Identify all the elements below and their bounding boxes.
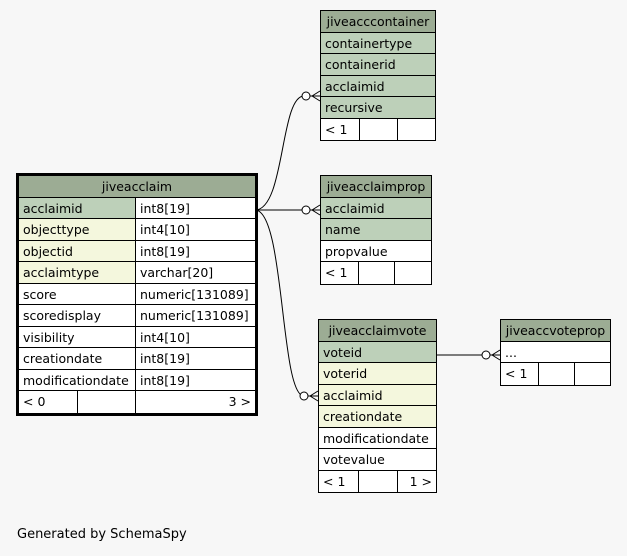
column-name: visibility	[19, 326, 135, 347]
column-type: int8[19]	[135, 197, 255, 218]
edge-acclaim-to-acclaimvote-crowfoot	[309, 390, 319, 402]
children-count	[574, 363, 610, 385]
parents-count: < 1	[501, 363, 538, 385]
column-name: acclaimtype	[19, 262, 135, 283]
column-name: scoredisplay	[19, 305, 135, 326]
column-name: modificationdate	[319, 427, 436, 448]
column-name: creationdate	[319, 406, 436, 427]
column-type: numeric[131089]	[135, 305, 255, 326]
column-type: varchar[20]	[135, 262, 255, 283]
children-count	[397, 118, 435, 140]
column-name: creationdate	[19, 348, 135, 369]
column-name: modificationdate	[19, 369, 135, 390]
parents-count: < 0	[19, 391, 77, 413]
column-name: containerid	[321, 54, 435, 75]
column-type: int8[19]	[135, 348, 255, 369]
table-jiveacclaimprop[interactable]: jiveacclaimprop acclaimid name propvalue…	[320, 175, 432, 285]
column-name: acclaimid	[319, 384, 436, 405]
column-type: int8[19]	[135, 369, 255, 390]
rows-count	[77, 391, 135, 413]
column-name: votevalue	[319, 449, 436, 470]
edge-acclaimvote-to-accvoteprop-crowfoot	[491, 349, 501, 361]
generated-by-caption: Generated by SchemaSpy	[17, 527, 187, 542]
column-name: score	[19, 283, 135, 304]
edge-acclaim-to-acclaimprop-optional-mark	[301, 205, 311, 215]
table-title[interactable]: jiveaccvoteprop	[501, 320, 610, 341]
edge-acclaim-to-acclaimprop-crowfoot	[311, 204, 321, 216]
column-name: acclaimid	[19, 197, 135, 218]
table-jiveacclaimvote[interactable]: jiveacclaimvote voteid voterid acclaimid…	[318, 319, 437, 493]
column-name: propvalue	[321, 240, 431, 261]
column-name: objecttype	[19, 219, 135, 240]
edge-acclaimvote-to-accvoteprop-optional-mark	[481, 350, 491, 360]
rows-count	[358, 470, 397, 492]
children-count: 3 >	[135, 391, 255, 413]
rows-count	[538, 363, 574, 385]
column-name: acclaimid	[321, 75, 435, 96]
edge-acclaim-to-acclaimvote	[254, 209, 310, 397]
column-name: name	[321, 219, 431, 240]
edge-acclaim-to-acccontainer-optional-mark	[301, 91, 311, 101]
column-type: int4[10]	[135, 326, 255, 347]
rows-count	[358, 262, 394, 284]
column-name: voteid	[319, 341, 436, 362]
parents-count: < 1	[321, 118, 359, 140]
column-type: int8[19]	[135, 240, 255, 261]
column-name: recursive	[321, 97, 435, 118]
column-name: objectid	[19, 240, 135, 261]
edge-acclaim-to-acclaimvote-optional-mark	[299, 391, 309, 401]
table-title[interactable]: jiveacclaim	[19, 176, 255, 197]
parents-count: < 1	[319, 470, 358, 492]
parents-count: < 1	[321, 262, 358, 284]
table-title[interactable]: jiveacccontainer	[321, 11, 435, 32]
table-title[interactable]: jiveacclaimvote	[319, 320, 436, 341]
table-jiveaccvoteprop[interactable]: jiveaccvoteprop ... < 1	[500, 319, 611, 386]
edge-acclaim-to-acccontainer-crowfoot	[311, 90, 321, 102]
column-type: numeric[131089]	[135, 283, 255, 304]
column-type: int4[10]	[135, 219, 255, 240]
edge-acclaim-to-acccontainer	[254, 95, 312, 211]
children-count: 1 >	[397, 470, 436, 492]
table-jiveacccontainer[interactable]: jiveacccontainer containertype container…	[320, 10, 436, 141]
column-name: acclaimid	[321, 197, 431, 218]
column-name: voterid	[319, 363, 436, 384]
column-name: ...	[501, 341, 610, 362]
rows-count	[359, 118, 397, 140]
column-name: containertype	[321, 32, 435, 53]
table-title[interactable]: jiveacclaimprop	[321, 176, 431, 197]
children-count	[394, 262, 431, 284]
